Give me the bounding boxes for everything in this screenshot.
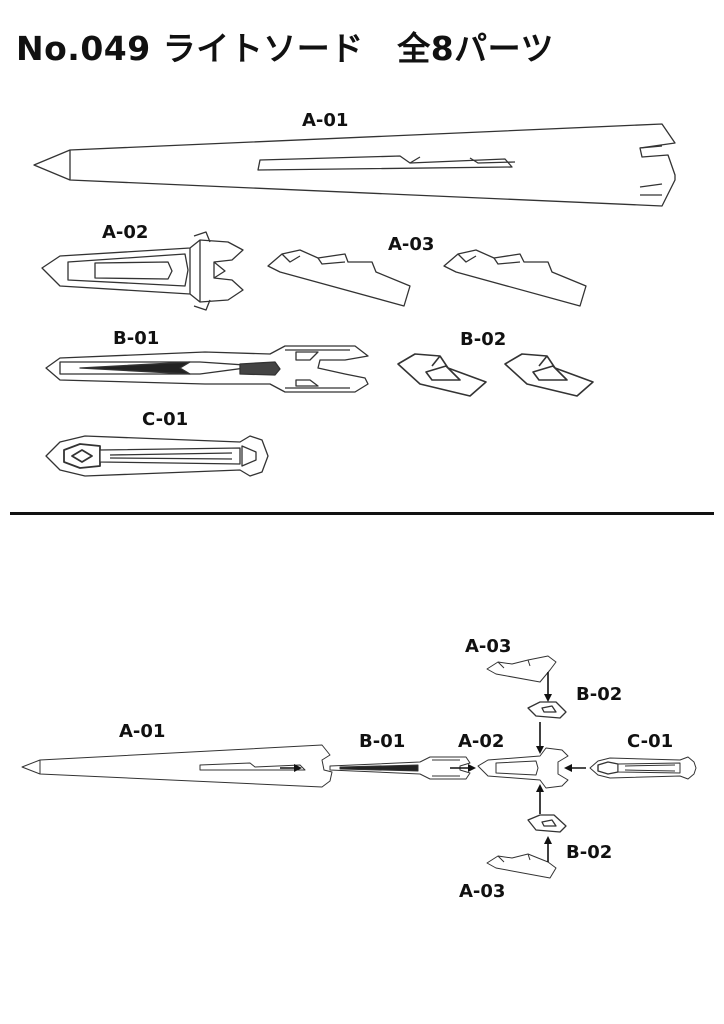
label-c01-top: C-01	[142, 409, 189, 430]
label-b02-assembly-top: B-02	[576, 684, 623, 705]
part-b01-drawing	[45, 345, 369, 393]
label-a03-assembly-bottom: A-03	[459, 881, 506, 902]
label-a03-assembly-top: A-03	[465, 636, 512, 657]
assembly-a02-drawing	[477, 747, 569, 789]
assembly-c01-drawing	[589, 756, 697, 780]
section-divider	[10, 512, 714, 515]
label-c01-assembly: C-01	[627, 731, 674, 752]
assembly-b02-top-drawing	[527, 701, 567, 719]
assembly-b02-bottom-drawing	[527, 814, 567, 833]
parts-list-diagram	[33, 123, 676, 477]
part-b02-drawing-2	[504, 353, 594, 397]
part-a03-drawing-1	[267, 249, 411, 307]
label-a01-assembly: A-01	[119, 721, 166, 742]
assembly-b01-drawing	[329, 756, 471, 780]
part-a01-drawing	[33, 123, 676, 207]
label-b01-assembly: B-01	[359, 731, 406, 752]
label-a02-assembly: A-02	[458, 731, 505, 752]
part-a02-drawing	[41, 231, 244, 311]
assembly-a01-drawing	[21, 744, 333, 788]
part-c01-drawing	[45, 435, 269, 477]
label-b02-assembly-bottom: B-02	[566, 842, 613, 863]
label-b01-top: B-01	[113, 328, 160, 349]
label-a01-top: A-01	[302, 110, 349, 131]
part-a03-drawing-2	[443, 249, 587, 307]
label-a02-top: A-02	[102, 222, 149, 243]
label-a03-top: A-03	[388, 234, 435, 255]
page-title: No.049 ライトソード 全8パーツ	[16, 29, 555, 68]
label-b02-top: B-02	[460, 329, 507, 350]
assembly-a03-bottom-drawing	[486, 853, 557, 879]
assembly-a03-top-drawing	[486, 655, 557, 683]
part-b02-drawing-1	[397, 353, 487, 397]
